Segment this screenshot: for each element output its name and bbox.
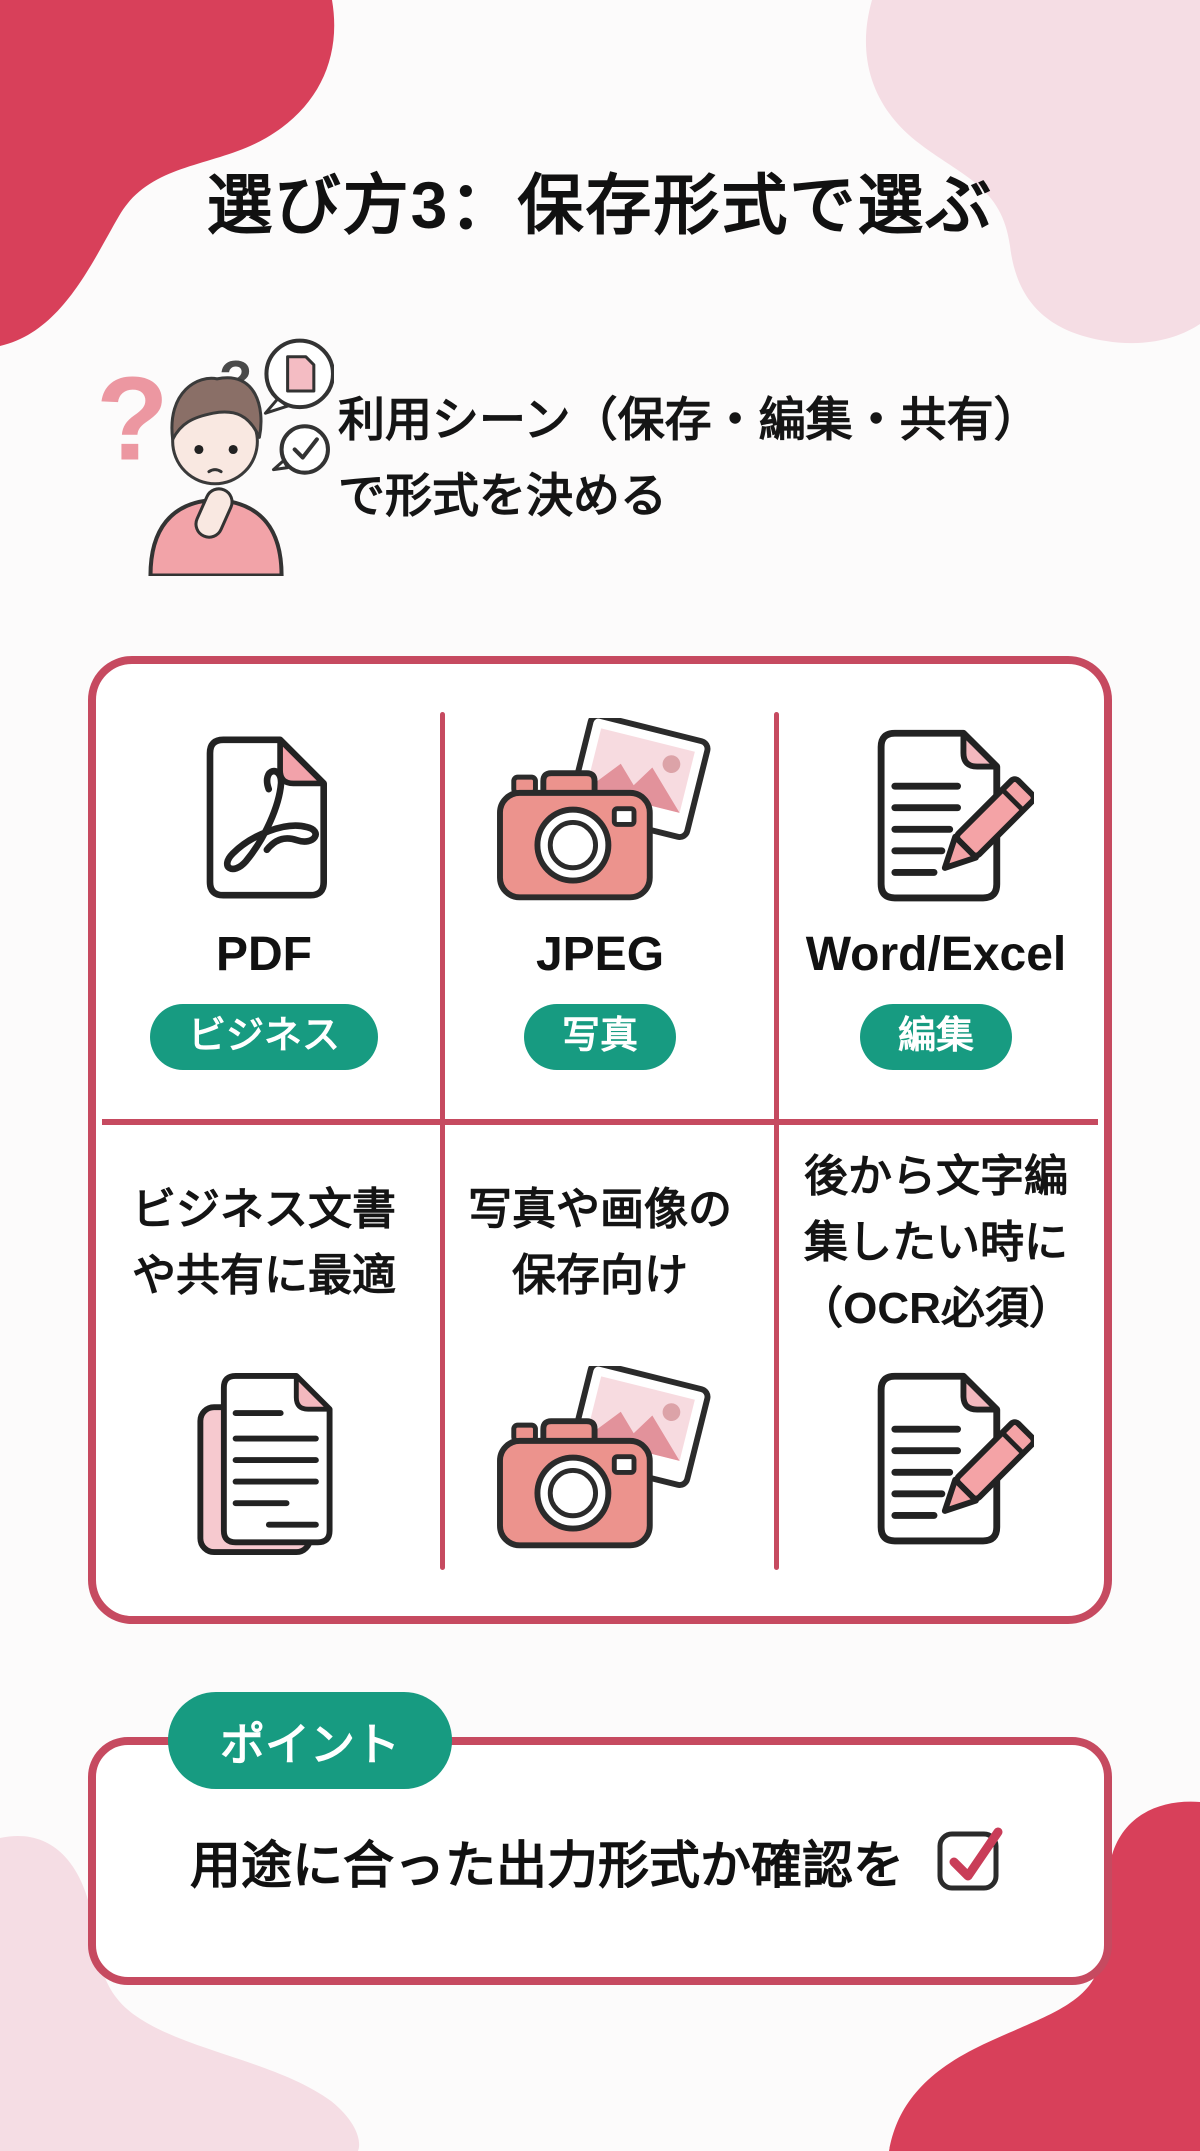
format-badge: ビジネス xyxy=(149,1004,378,1070)
page-title: 選び方3：保存形式で選ぶ xyxy=(206,168,994,242)
documents-stack-icon xyxy=(171,1360,357,1616)
row-divider xyxy=(102,1119,1098,1125)
point-badge: ポイント xyxy=(168,1692,453,1789)
checkbox-check-icon xyxy=(930,1818,1010,1898)
formats-row-top: PDF ビジネス xyxy=(96,664,1104,1119)
format-comparison-card: PDF ビジネス xyxy=(88,656,1112,1624)
speech-bubble-document-icon xyxy=(263,338,334,415)
person-figure xyxy=(148,376,284,576)
speech-bubble-check-icon xyxy=(271,424,330,475)
cell-jpeg-detail: 写真や画像の 保存向け xyxy=(432,1125,768,1616)
point-text: 用途に合った出力形式か確認を xyxy=(189,1837,904,1894)
document-pencil-icon xyxy=(838,716,1034,921)
intro-text: 利用シーン（保存・編集・共有） で形式を決める xyxy=(338,393,1041,523)
document-pencil-icon xyxy=(838,1360,1034,1616)
pdf-file-icon xyxy=(174,716,354,921)
cell-jpeg: JPEG 写真 xyxy=(432,664,768,1119)
blob-top-left xyxy=(0,0,335,346)
camera-photo-icon xyxy=(484,716,716,921)
cell-word-excel: Word/Excel 編集 xyxy=(768,664,1104,1119)
cell-pdf-detail: ビジネス文書 や共有に最適 xyxy=(96,1125,432,1616)
thinking-person-illustration: ? ? xyxy=(96,338,334,576)
cell-word-excel-detail: 後から文字編 集したい時に （OCR必須） xyxy=(768,1125,1104,1616)
format-name: Word/Excel xyxy=(805,928,1067,981)
format-name: PDF xyxy=(216,928,312,981)
format-badge: 編集 xyxy=(859,1004,1012,1070)
blob-bottom-right xyxy=(889,1801,1200,2151)
format-name: JPEG xyxy=(535,928,665,981)
question-mark-large-icon: ? xyxy=(96,353,169,486)
format-description: ビジネス文書 や共有に最適 xyxy=(132,1184,396,1300)
format-description: 写真や画像の 保存向け xyxy=(468,1184,732,1300)
cell-pdf: PDF ビジネス xyxy=(96,664,432,1119)
column-divider-1 xyxy=(440,712,445,1570)
formats-row-bottom: ビジネス文書 や共有に最適 xyxy=(96,1125,1104,1616)
camera-photo-icon xyxy=(484,1360,716,1616)
blob-top-right xyxy=(865,0,1200,344)
format-badge: 写真 xyxy=(523,1004,676,1070)
format-description: 後から文字編 集したい時に （OCR必須） xyxy=(799,1151,1073,1333)
point-box: 用途に合った出力形式か確認を xyxy=(88,1737,1112,1985)
column-divider-2 xyxy=(774,712,779,1570)
